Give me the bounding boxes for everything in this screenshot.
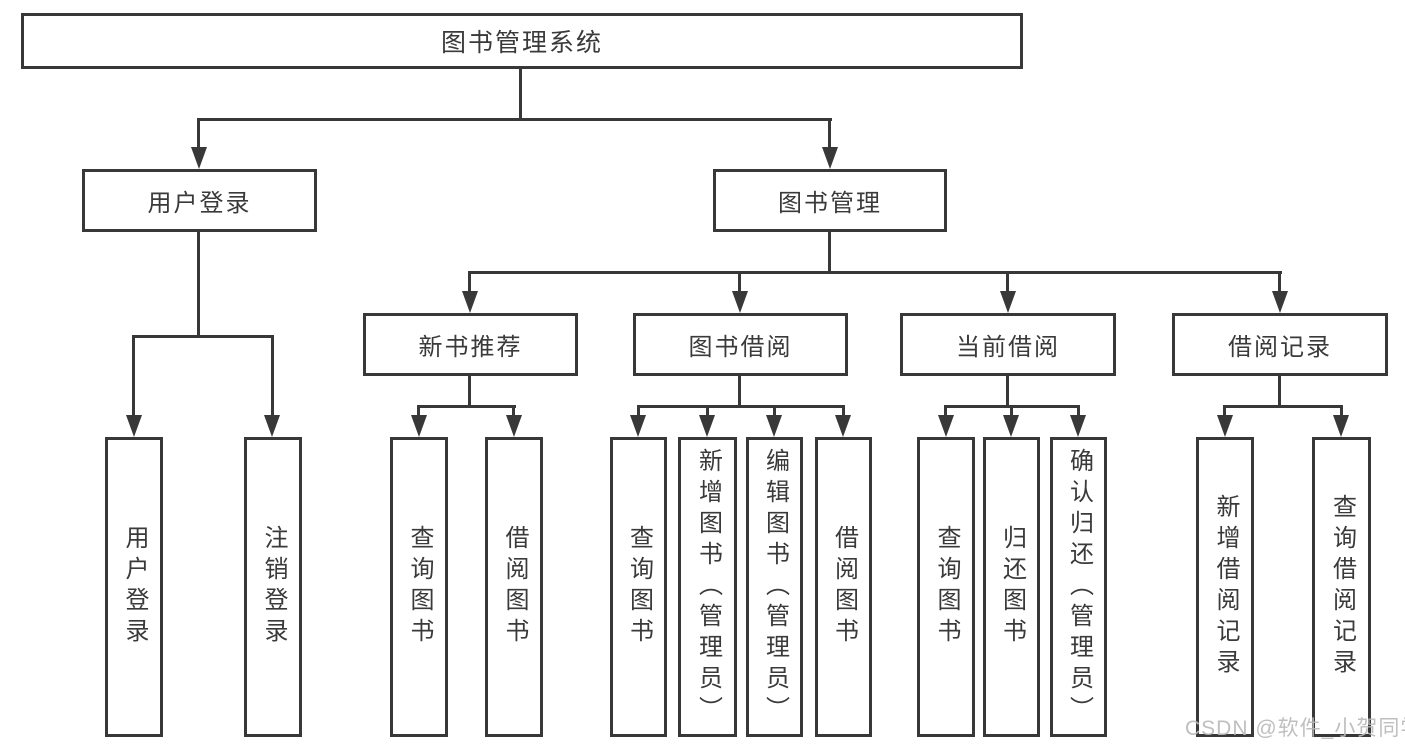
leaf-logout-label: 注销登录: [260, 525, 287, 649]
arrow-down-icon: [1217, 415, 1233, 437]
connector-new-book-stem: [468, 375, 471, 408]
leaf-add-book-admin-label: 新增图书（管理员）: [694, 447, 722, 727]
connector-shaft: [944, 405, 947, 416]
arrow-down-icon: [1003, 415, 1019, 437]
connector-book-borrow-stem: [738, 375, 741, 408]
leaf-add-borrow-record: 新增借阅记录: [1196, 437, 1254, 737]
connector-user-login-stem: [197, 231, 200, 338]
connector-shaft-book-borrow: [738, 271, 741, 292]
node-book-management: 图书管理: [713, 169, 947, 232]
connector-shaft: [706, 405, 709, 416]
connector-book-borrow-bar: [637, 405, 845, 408]
arrow-down-icon: [126, 415, 142, 437]
node-user-login-label: 用户登录: [147, 190, 252, 217]
leaf-user-login-label: 用户登录: [121, 525, 148, 649]
arrow-down-icon: [191, 147, 207, 169]
leaf-return-book: 归还图书: [983, 437, 1040, 737]
leaf-new-book-borrow: 借阅图书: [485, 437, 543, 737]
arrow-down-icon: [1000, 291, 1016, 313]
connector-shaft: [1223, 405, 1226, 416]
arrow-down-icon: [1272, 291, 1288, 313]
leaf-user-login: 用户登录: [105, 437, 163, 737]
node-current-borrowing: 当前借阅: [900, 313, 1116, 376]
connector-book-mgmt-bar: [468, 271, 1282, 274]
connector-shaft: [773, 405, 776, 416]
connector-shaft: [637, 405, 640, 416]
arrow-down-icon: [1070, 415, 1086, 437]
leaf-borrow-book-label: 借阅图书: [830, 525, 858, 649]
leaf-current-query-book-label: 查询图书: [933, 525, 960, 649]
leaf-borrow-query-book: 查询图书: [610, 437, 667, 737]
connector-user-login-bar: [132, 335, 274, 338]
connector-shaft-leaf-login: [132, 335, 135, 416]
leaf-new-book-query-label: 查询图书: [406, 525, 433, 649]
arrow-down-icon: [822, 147, 838, 169]
leaf-confirm-return-admin: 确认归还（管理员）: [1050, 437, 1107, 737]
leaf-return-book-label: 归还图书: [998, 525, 1026, 649]
node-new-book-recommend: 新书推荐: [363, 313, 578, 376]
connector-root-stem: [519, 69, 522, 121]
node-library-system: 图书管理系统: [21, 13, 1023, 69]
arrow-down-icon: [506, 415, 522, 437]
connector-book-mgmt-stem: [828, 231, 831, 274]
leaf-current-query-book: 查询图书: [917, 437, 975, 737]
arrow-down-icon: [938, 415, 954, 437]
csdn-watermark: CSDN @软件_小贺同学: [1185, 717, 1405, 740]
arrow-down-icon: [630, 415, 646, 437]
leaf-confirm-return-admin-label: 确认归还（管理员）: [1065, 447, 1093, 727]
connector-shaft: [1340, 405, 1343, 416]
connector-shaft-book-mgmt: [828, 118, 831, 148]
connector-shaft: [1077, 405, 1080, 416]
connector-root-bar: [197, 118, 832, 121]
leaf-logout: 注销登录: [244, 437, 302, 737]
node-user-login: 用户登录: [82, 169, 317, 232]
node-borrow-records: 借阅记录: [1172, 313, 1388, 376]
node-book-management-label: 图书管理: [778, 190, 882, 217]
connector-shaft: [1010, 405, 1013, 416]
arrow-down-icon: [732, 291, 748, 313]
connector-shaft-user-login: [197, 118, 200, 148]
leaf-add-book-admin: 新增图书（管理员）: [678, 437, 737, 737]
node-book-borrowing-label: 图书借阅: [688, 334, 793, 361]
leaf-query-borrow-record-label: 查询借阅记录: [1328, 494, 1356, 680]
arrow-down-icon: [699, 415, 715, 437]
node-library-system-label: 图书管理系统: [440, 29, 603, 57]
connector-borrow-record-bar: [1223, 405, 1343, 408]
arrow-down-icon: [1333, 415, 1349, 437]
leaf-borrow-book: 借阅图书: [815, 437, 872, 737]
leaf-new-book-query: 查询图书: [390, 437, 448, 737]
leaf-add-borrow-record-label: 新增借阅记录: [1212, 494, 1239, 680]
leaf-edit-book-admin: 编辑图书（管理员）: [746, 437, 803, 737]
connector-shaft-leaf-logout: [271, 335, 274, 416]
node-new-book-recommend-label: 新书推荐: [418, 334, 523, 361]
connector-shaft-borrow-record: [1278, 271, 1281, 292]
connector-current-borrow-stem: [1006, 375, 1009, 408]
connector-shaft-current-borrow: [1006, 271, 1009, 292]
node-current-borrowing-label: 当前借阅: [956, 334, 1060, 361]
arrow-down-icon: [835, 415, 851, 437]
arrow-down-icon: [462, 291, 478, 313]
leaf-query-borrow-record: 查询借阅记录: [1312, 437, 1371, 737]
arrow-down-icon: [264, 415, 280, 437]
connector-shaft: [417, 405, 420, 416]
node-book-borrowing: 图书借阅: [633, 313, 848, 376]
connector-shaft: [842, 405, 845, 416]
node-borrow-records-label: 借阅记录: [1228, 334, 1332, 361]
arrow-down-icon: [766, 415, 782, 437]
arrow-down-icon: [411, 415, 427, 437]
connector-borrow-record-stem: [1278, 375, 1281, 408]
connector-shaft-new-book: [468, 271, 471, 292]
leaf-new-book-borrow-label: 借阅图书: [501, 525, 528, 649]
leaf-borrow-query-book-label: 查询图书: [625, 525, 653, 649]
connector-new-book-bar: [417, 405, 516, 408]
leaf-edit-book-admin-label: 编辑图书（管理员）: [761, 447, 789, 727]
connector-shaft: [512, 405, 515, 416]
